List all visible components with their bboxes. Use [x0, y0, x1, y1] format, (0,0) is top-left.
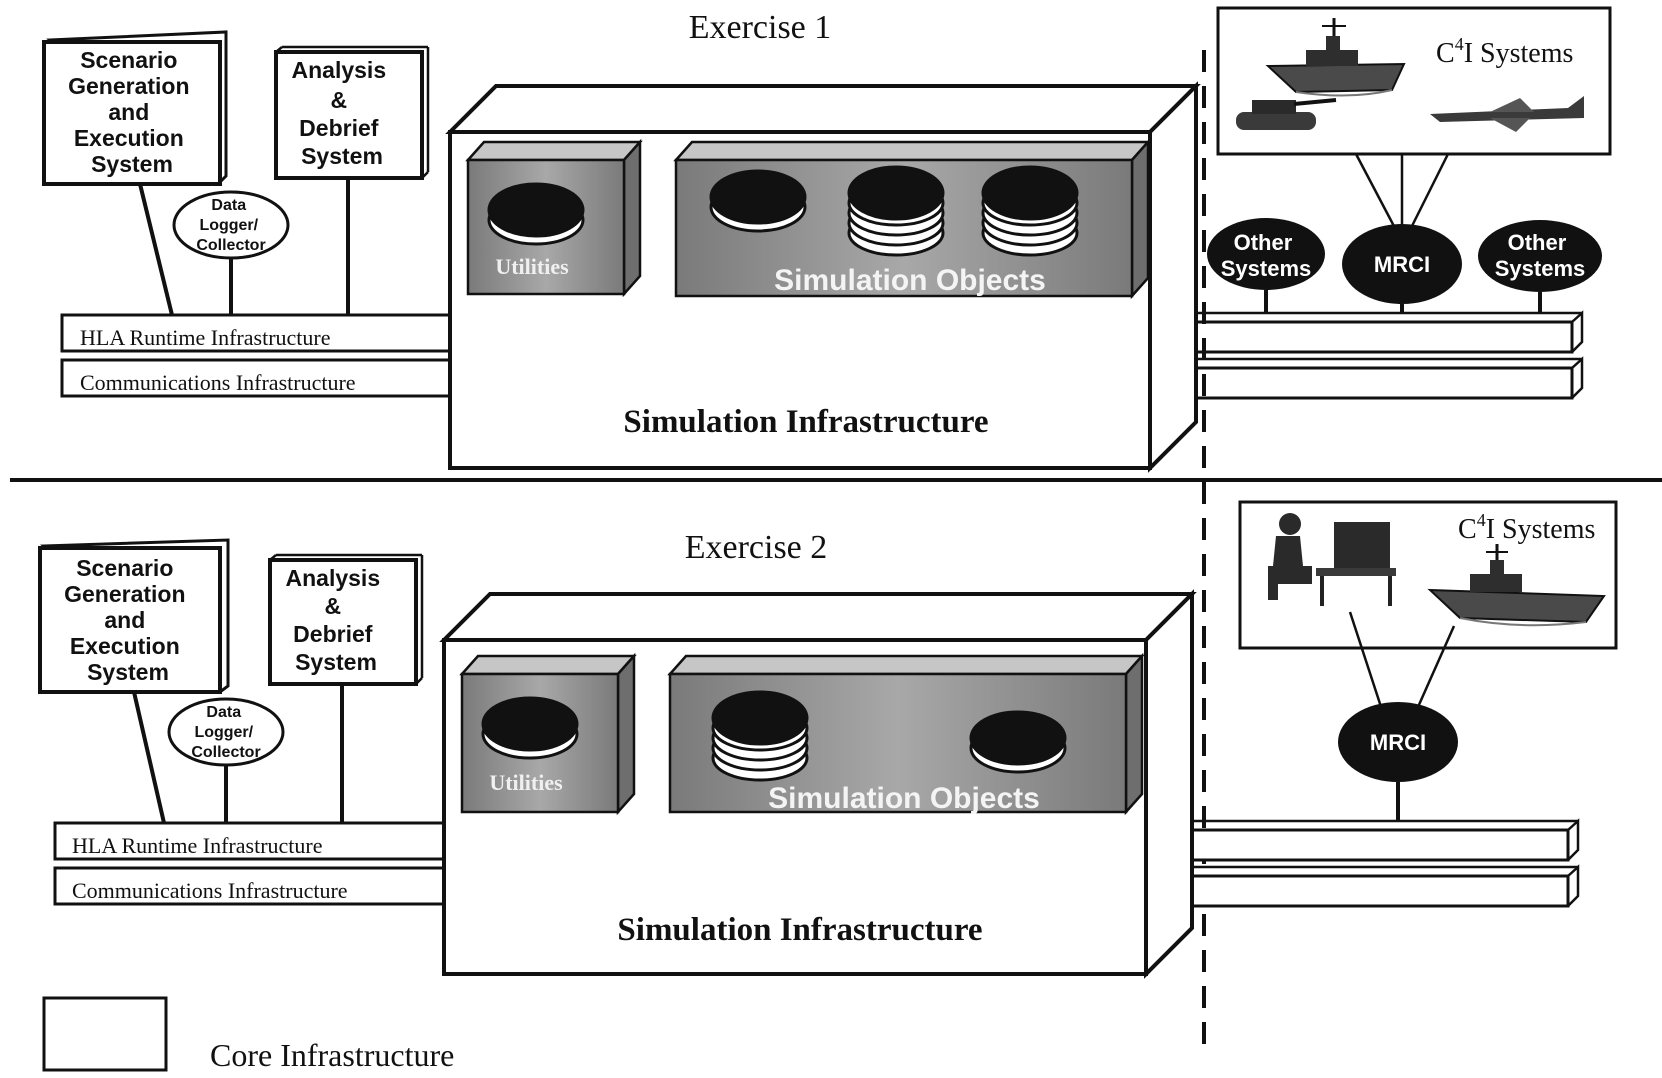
- simulation-infrastructure-label: Simulation Infrastructure: [617, 912, 982, 948]
- utilities-panel: Utilities: [465, 138, 643, 298]
- c4i-links: [1354, 153, 1450, 231]
- data-logger-oval: Data Logger/ Collector: [167, 697, 285, 767]
- operator-workstation-icon: [1268, 513, 1396, 606]
- simulation-infrastructure-box: Utilities Simulation Objects Simulation …: [445, 81, 1201, 473]
- data-logger-oval: Data Logger/ Collector: [172, 190, 290, 260]
- warship-icon: [1265, 18, 1406, 97]
- svg-text:Scenario Generation: Scenario Generation and Execution System: [64, 555, 192, 685]
- legend-label: Core Infrastructure: [210, 1037, 454, 1073]
- exercise-2: Exercise 2 Scenario Generation and Execu…: [38, 500, 1618, 979]
- scenario-generation-box: Scenario Generation and Execution System: [42, 30, 228, 187]
- database-disk-icon: [487, 182, 585, 246]
- hla-runtime-bar-right: [1148, 818, 1580, 862]
- svg-text:Simulation Objects: Simulation Objects: [768, 782, 1040, 815]
- svg-text:Simulation Objects: Simulation Objects: [774, 264, 1046, 297]
- simulation-infrastructure-label: Simulation Infrastructure: [623, 404, 988, 440]
- c4i-label: C4I Systems: [1436, 34, 1573, 69]
- other-systems-oval-left: Other Systems: [1207, 218, 1325, 313]
- analysis-debrief-box: Analysis & Debrief System: [268, 553, 424, 686]
- svg-text:Utilities: Utilities: [489, 770, 563, 795]
- svg-text:Other Systems: Other Systems: [1495, 230, 1586, 281]
- svg-text:Utilities: Utilities: [495, 254, 569, 279]
- svg-text:Analysis & Deb: Analysis & Debrief System: [286, 565, 387, 675]
- scenario-label: Scenario Generation and Execution System: [68, 47, 196, 177]
- database-disk-icon: [969, 710, 1067, 774]
- fighter-jet-icon: [1430, 96, 1584, 132]
- hla-runtime-bar-right: [1148, 310, 1584, 354]
- svg-text:Communications Infrastructure: Communications Infrastructure: [72, 878, 348, 903]
- simulation-infrastructure-box: Utilities Simulation Objects Simulation …: [439, 589, 1197, 979]
- communications-bar-left: Communications Infrastructure: [53, 866, 449, 906]
- legend: Core Infrastructure: [42, 996, 454, 1073]
- scenario-generation-box: Scenario Generation and Execution System: [38, 538, 230, 694]
- svg-text:HLA Runtime Infrastructure: HLA Runtime Infrastructure: [72, 833, 323, 858]
- svg-text:HLA Runtime Infrastructure: HLA Runtime Infrastructure: [80, 325, 331, 350]
- communications-bar-left: Communications Infrastructure: [60, 358, 454, 398]
- svg-text:Other Systems: Other Systems: [1221, 230, 1312, 281]
- warship-icon: [1427, 544, 1606, 627]
- database-disk-icon: [711, 690, 809, 782]
- left-connectors: [132, 684, 344, 824]
- mrci-oval: MRCI: [1338, 702, 1458, 821]
- communications-bar-right: [1148, 356, 1584, 400]
- database-disk-icon: [981, 165, 1079, 257]
- svg-text:MRCI: MRCI: [1374, 252, 1430, 277]
- other-systems-oval-right: Other Systems: [1478, 220, 1602, 313]
- svg-text:Communications Infrastructure: Communications Infrastructure: [80, 370, 356, 395]
- legend-swatch: [42, 996, 168, 1072]
- svg-text:Data Logger/ C: Data Logger/ Collector: [191, 704, 260, 761]
- database-disk-icon: [481, 696, 579, 760]
- svg-text:MRCI: MRCI: [1370, 730, 1426, 755]
- mrci-oval: MRCI: [1342, 224, 1462, 313]
- simulation-objects-panel: Simulation Objects: [667, 652, 1145, 816]
- hla-runtime-bar-left: HLA Runtime Infrastructure: [53, 821, 449, 861]
- c4i-links: [1348, 611, 1456, 717]
- exercise-1: Exercise 1 Scenario Generation and Execu…: [42, 6, 1612, 473]
- tank-icon: [1236, 98, 1337, 130]
- exercise-title: Exercise 1: [689, 9, 832, 46]
- exercise-title: Exercise 2: [685, 529, 828, 566]
- left-connectors: [138, 178, 350, 316]
- utilities-panel: Utilities: [459, 652, 637, 816]
- c4i-label: C4I Systems: [1458, 510, 1595, 545]
- communications-bar-right: [1148, 864, 1580, 908]
- hla-runtime-bar-left: HLA Runtime Infrastructure: [60, 313, 454, 353]
- analysis-debrief-box: Analysis & Debrief System: [274, 45, 430, 180]
- database-disk-icon: [847, 165, 945, 257]
- simulation-objects-panel: Simulation Objects: [673, 138, 1151, 300]
- c4i-systems-box: C4I Systems: [1238, 500, 1618, 650]
- c4i-systems-box: C4I Systems: [1216, 6, 1612, 156]
- svg-text:Data Logger/ C: Data Logger/ Collector: [196, 197, 265, 254]
- analysis-label: Analysis & Debrief System: [292, 57, 393, 169]
- database-disk-icon: [709, 169, 807, 233]
